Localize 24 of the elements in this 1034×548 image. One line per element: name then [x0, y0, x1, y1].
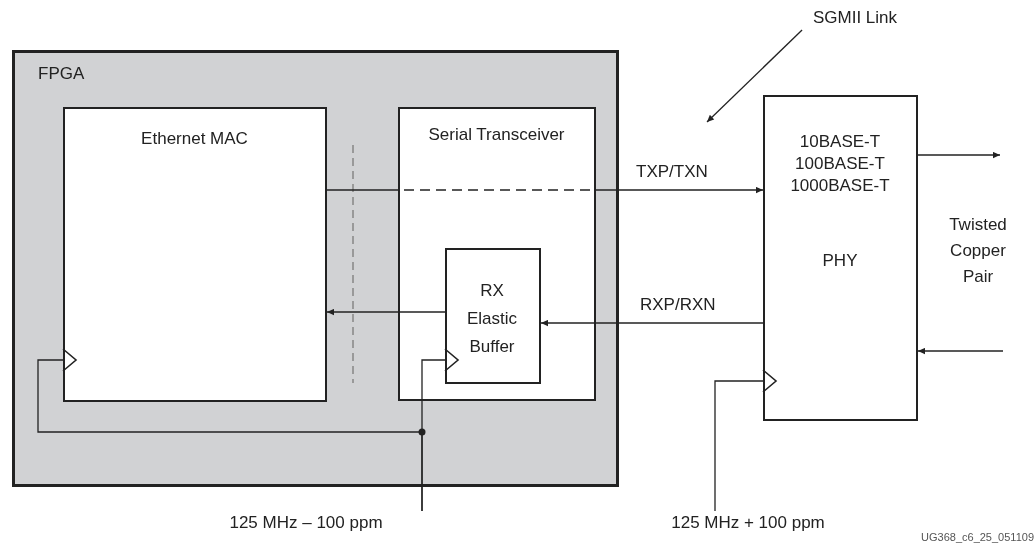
phy-block — [763, 95, 918, 421]
signal-arrow — [326, 186, 764, 194]
signal-arrow — [714, 369, 777, 512]
signal-arrow — [917, 151, 1001, 159]
signal-arrow — [37, 348, 423, 512]
block-title: RX Elastic Buffer — [465, 280, 519, 358]
medium-label: Twisted Copper Pair — [948, 214, 1008, 288]
block-label: PHY — [821, 250, 859, 271]
block-title: Ethernet MAC — [140, 128, 249, 149]
block-title: Serial Transceiver — [427, 124, 566, 145]
block-title: 10BASE-T 100BASE-T 1000BASE-T — [789, 130, 891, 197]
mac-block — [63, 107, 327, 402]
clock-label: 125 MHz – 100 ppm — [228, 513, 384, 533]
figure-code: UG368_c6_25_051109 — [920, 530, 1034, 544]
signal-arrow — [326, 308, 446, 316]
clock-label: 125 MHz + 100 ppm — [670, 513, 826, 533]
transceiver-block — [398, 107, 596, 401]
link-label: SGMII Link — [811, 8, 899, 28]
leader-arrow — [706, 29, 803, 123]
signal-arrow — [540, 319, 764, 327]
signal-arrow — [917, 347, 1004, 355]
block-title: FPGA — [38, 64, 86, 84]
buffer-block — [444, 247, 541, 384]
fpga-region — [12, 50, 619, 487]
